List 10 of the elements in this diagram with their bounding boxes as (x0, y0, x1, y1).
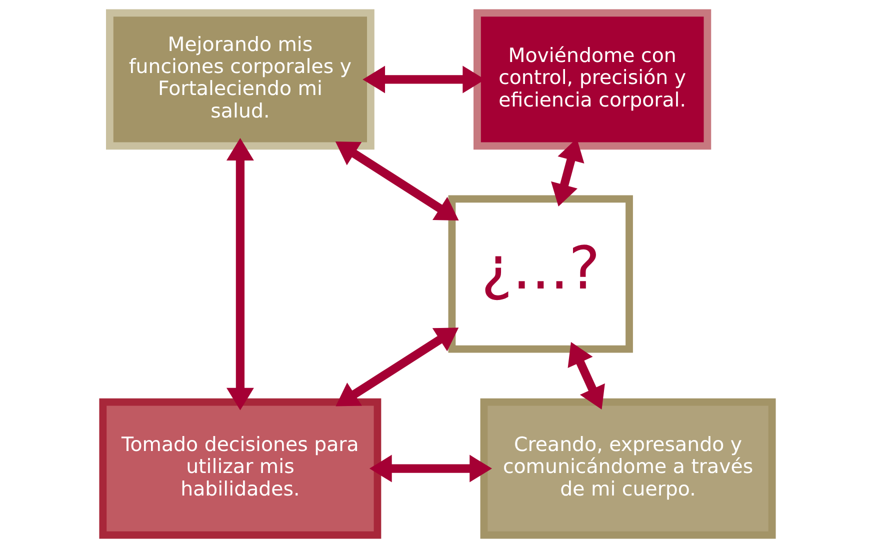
node-box: Tomado decisiones para utilizar mis habilidades. (98, 398, 381, 539)
arrow (368, 454, 492, 482)
arrow (334, 142, 458, 220)
node-box: Moviéndome con control, precisión y eficiencia corporal. (473, 9, 711, 150)
arrow (226, 138, 254, 410)
node-box: Mejorando mis funciones corporales y Fortaleciendo mi salud. (106, 9, 374, 150)
node-box: ¿...? (448, 195, 632, 353)
node-box: Creando, expresando y comunicándome a través de mi cuerpo. (480, 398, 776, 539)
arrow (567, 342, 604, 410)
arrow (335, 328, 458, 406)
